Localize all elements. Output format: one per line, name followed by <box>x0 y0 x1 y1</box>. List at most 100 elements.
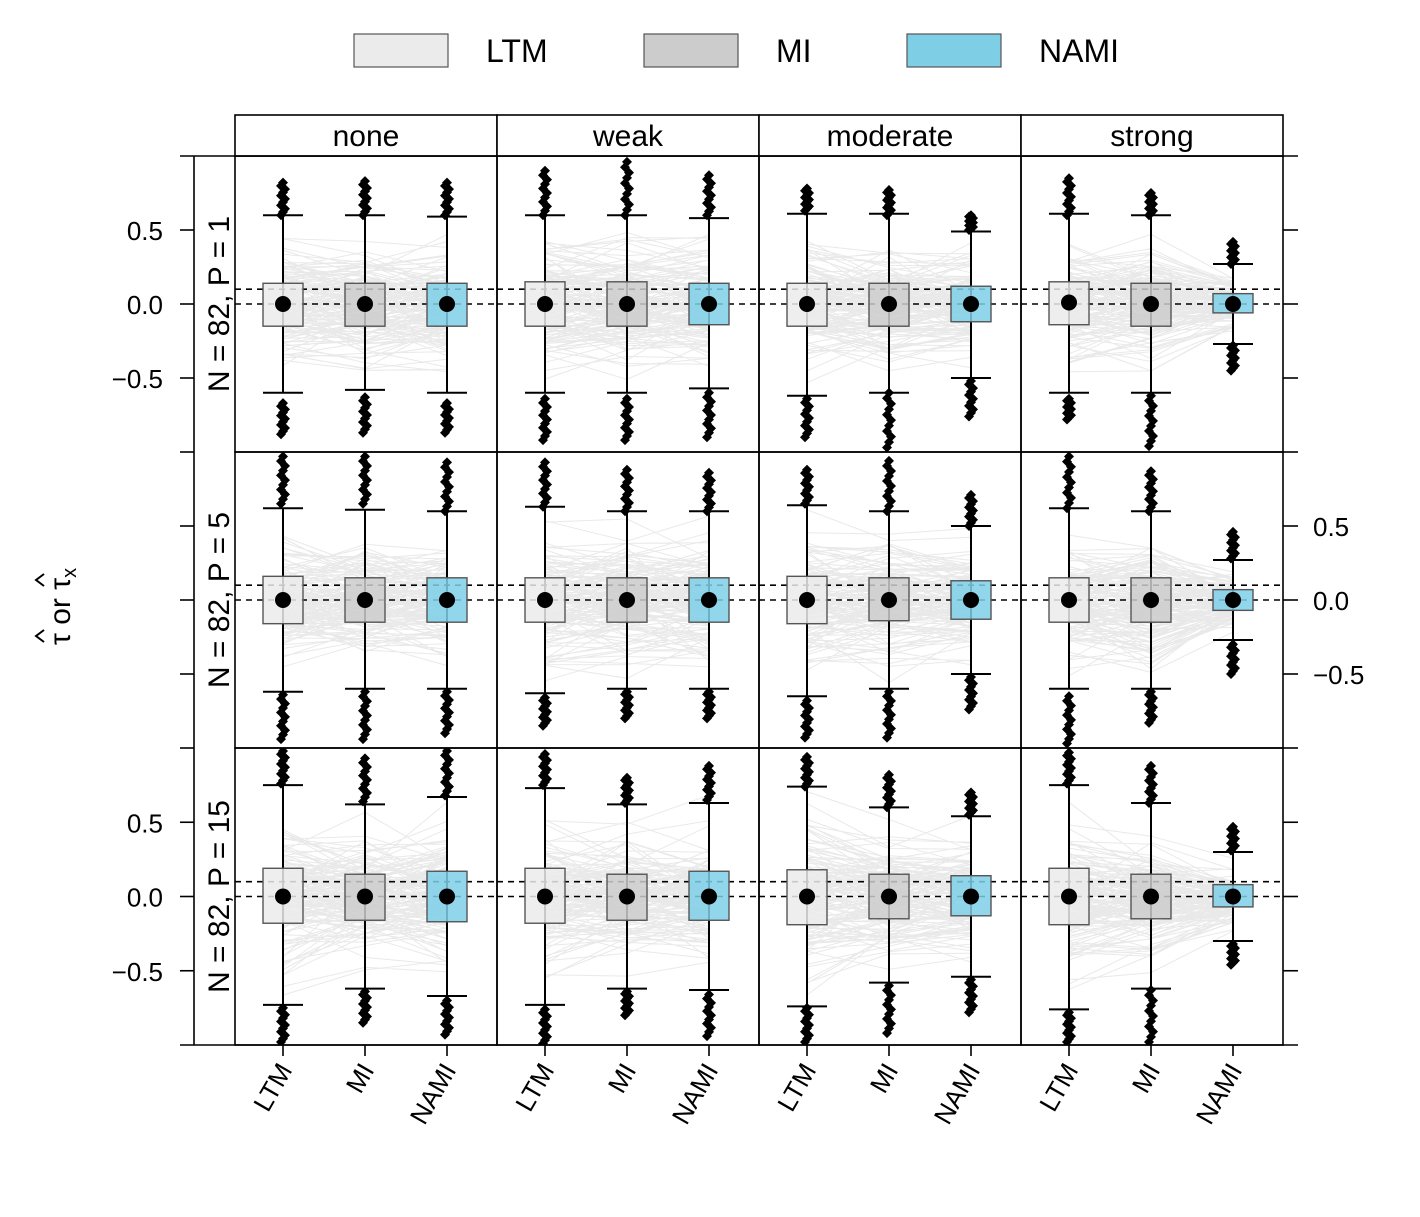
x-tick-label-mi: MI <box>1126 1058 1166 1098</box>
outlier-point <box>966 787 976 798</box>
median-point <box>881 592 897 608</box>
box-ltm <box>262 748 304 1045</box>
median-point <box>439 296 455 312</box>
median-point <box>963 296 979 312</box>
box-mi <box>606 156 648 446</box>
outlier-point <box>278 689 288 700</box>
outlier-point <box>1064 173 1074 184</box>
outlier-point <box>360 392 370 403</box>
box-nami <box>950 489 992 715</box>
panel-strong-row3 <box>1020 747 1284 1046</box>
outlier-point <box>360 452 370 462</box>
median-point <box>439 592 455 608</box>
x-tick-label-mi: MI <box>340 1058 380 1098</box>
outlier-point <box>802 464 812 475</box>
box-body <box>868 873 910 920</box>
x-tick-label-nami: NAMI <box>666 1058 724 1129</box>
box-nami <box>426 177 468 438</box>
outlier-point <box>1146 188 1156 198</box>
outliers <box>964 210 978 422</box>
y-tick-label: 0.5 <box>127 216 163 246</box>
outlier-point <box>540 692 550 703</box>
x-tick-label-nami: NAMI <box>404 1058 462 1129</box>
outliers <box>882 769 896 1039</box>
outliers <box>1226 821 1240 970</box>
median-point <box>701 592 717 608</box>
box-mi <box>1130 188 1172 452</box>
strip-none <box>234 114 498 157</box>
box-nami <box>688 467 730 724</box>
outlier-point <box>1064 393 1074 404</box>
outlier-point <box>884 980 894 991</box>
outlier-point <box>278 177 288 188</box>
panel-moderate-row2 <box>758 451 1022 749</box>
outlier-point <box>1228 821 1238 832</box>
box-ltm <box>1048 173 1090 425</box>
outliers <box>964 787 978 1018</box>
box-mi <box>868 455 910 743</box>
outliers <box>882 185 896 452</box>
outliers <box>620 772 634 1021</box>
box-nami <box>426 457 468 739</box>
box-ltm <box>524 165 566 446</box>
box-ltm <box>262 177 304 440</box>
median-point <box>881 888 897 905</box>
row-strip-label-3: N = 82, P = 15 <box>203 800 236 993</box>
outlier-point <box>442 686 452 697</box>
y-tick-label: 0.5 <box>127 808 163 838</box>
median-point <box>537 296 553 312</box>
outliers <box>440 457 454 739</box>
outlier-point <box>704 387 714 398</box>
panel-grid <box>234 155 1284 1046</box>
outliers <box>800 464 814 743</box>
panel-moderate-row3 <box>758 747 1022 1046</box>
outlier-point <box>360 686 370 697</box>
panel-weak-row3 <box>496 747 760 1046</box>
outlier-point <box>1228 639 1238 650</box>
median-point <box>963 592 979 608</box>
outlier-point <box>360 176 370 187</box>
median-point <box>1061 888 1077 905</box>
outlier-point <box>1146 390 1156 401</box>
outlier-point <box>1146 686 1156 697</box>
outlier-point <box>622 156 632 167</box>
box-body <box>786 575 828 625</box>
outliers <box>538 457 552 731</box>
median-point <box>701 296 717 312</box>
outliers <box>620 464 634 724</box>
outlier-point <box>704 760 714 771</box>
strip-moderate <box>758 114 1022 157</box>
box-mi <box>344 452 386 745</box>
y-tick-label: −0.5 <box>112 364 163 394</box>
outlier-point <box>540 393 550 404</box>
median-point <box>619 296 635 312</box>
median-point <box>1225 888 1241 905</box>
box-mi <box>606 772 648 1021</box>
box-body <box>344 577 386 623</box>
outlier-point <box>540 1035 550 1045</box>
outliers <box>882 455 896 743</box>
outlier-point <box>278 398 288 409</box>
box-mi <box>1130 466 1172 728</box>
box-ltm <box>786 751 828 1045</box>
strip-weak <box>496 114 760 157</box>
outlier-point <box>884 185 894 196</box>
outlier-point <box>1228 526 1238 537</box>
outliers <box>800 751 814 1045</box>
panel-none-row3 <box>234 747 498 1046</box>
outlier-point <box>802 393 812 404</box>
outlier-point <box>884 387 894 398</box>
outlier-point <box>442 398 452 409</box>
outliers <box>1226 236 1240 376</box>
y-tick-label: 0.5 <box>1313 512 1349 542</box>
y-tick-label: −0.5 <box>112 957 163 987</box>
median-point <box>799 888 815 905</box>
outlier-point <box>622 393 632 404</box>
box-mi <box>1130 760 1172 1045</box>
box-mi <box>606 464 648 724</box>
median-point <box>537 592 553 608</box>
y-tick-label: 0.0 <box>127 883 163 913</box>
outlier-point <box>442 457 452 468</box>
